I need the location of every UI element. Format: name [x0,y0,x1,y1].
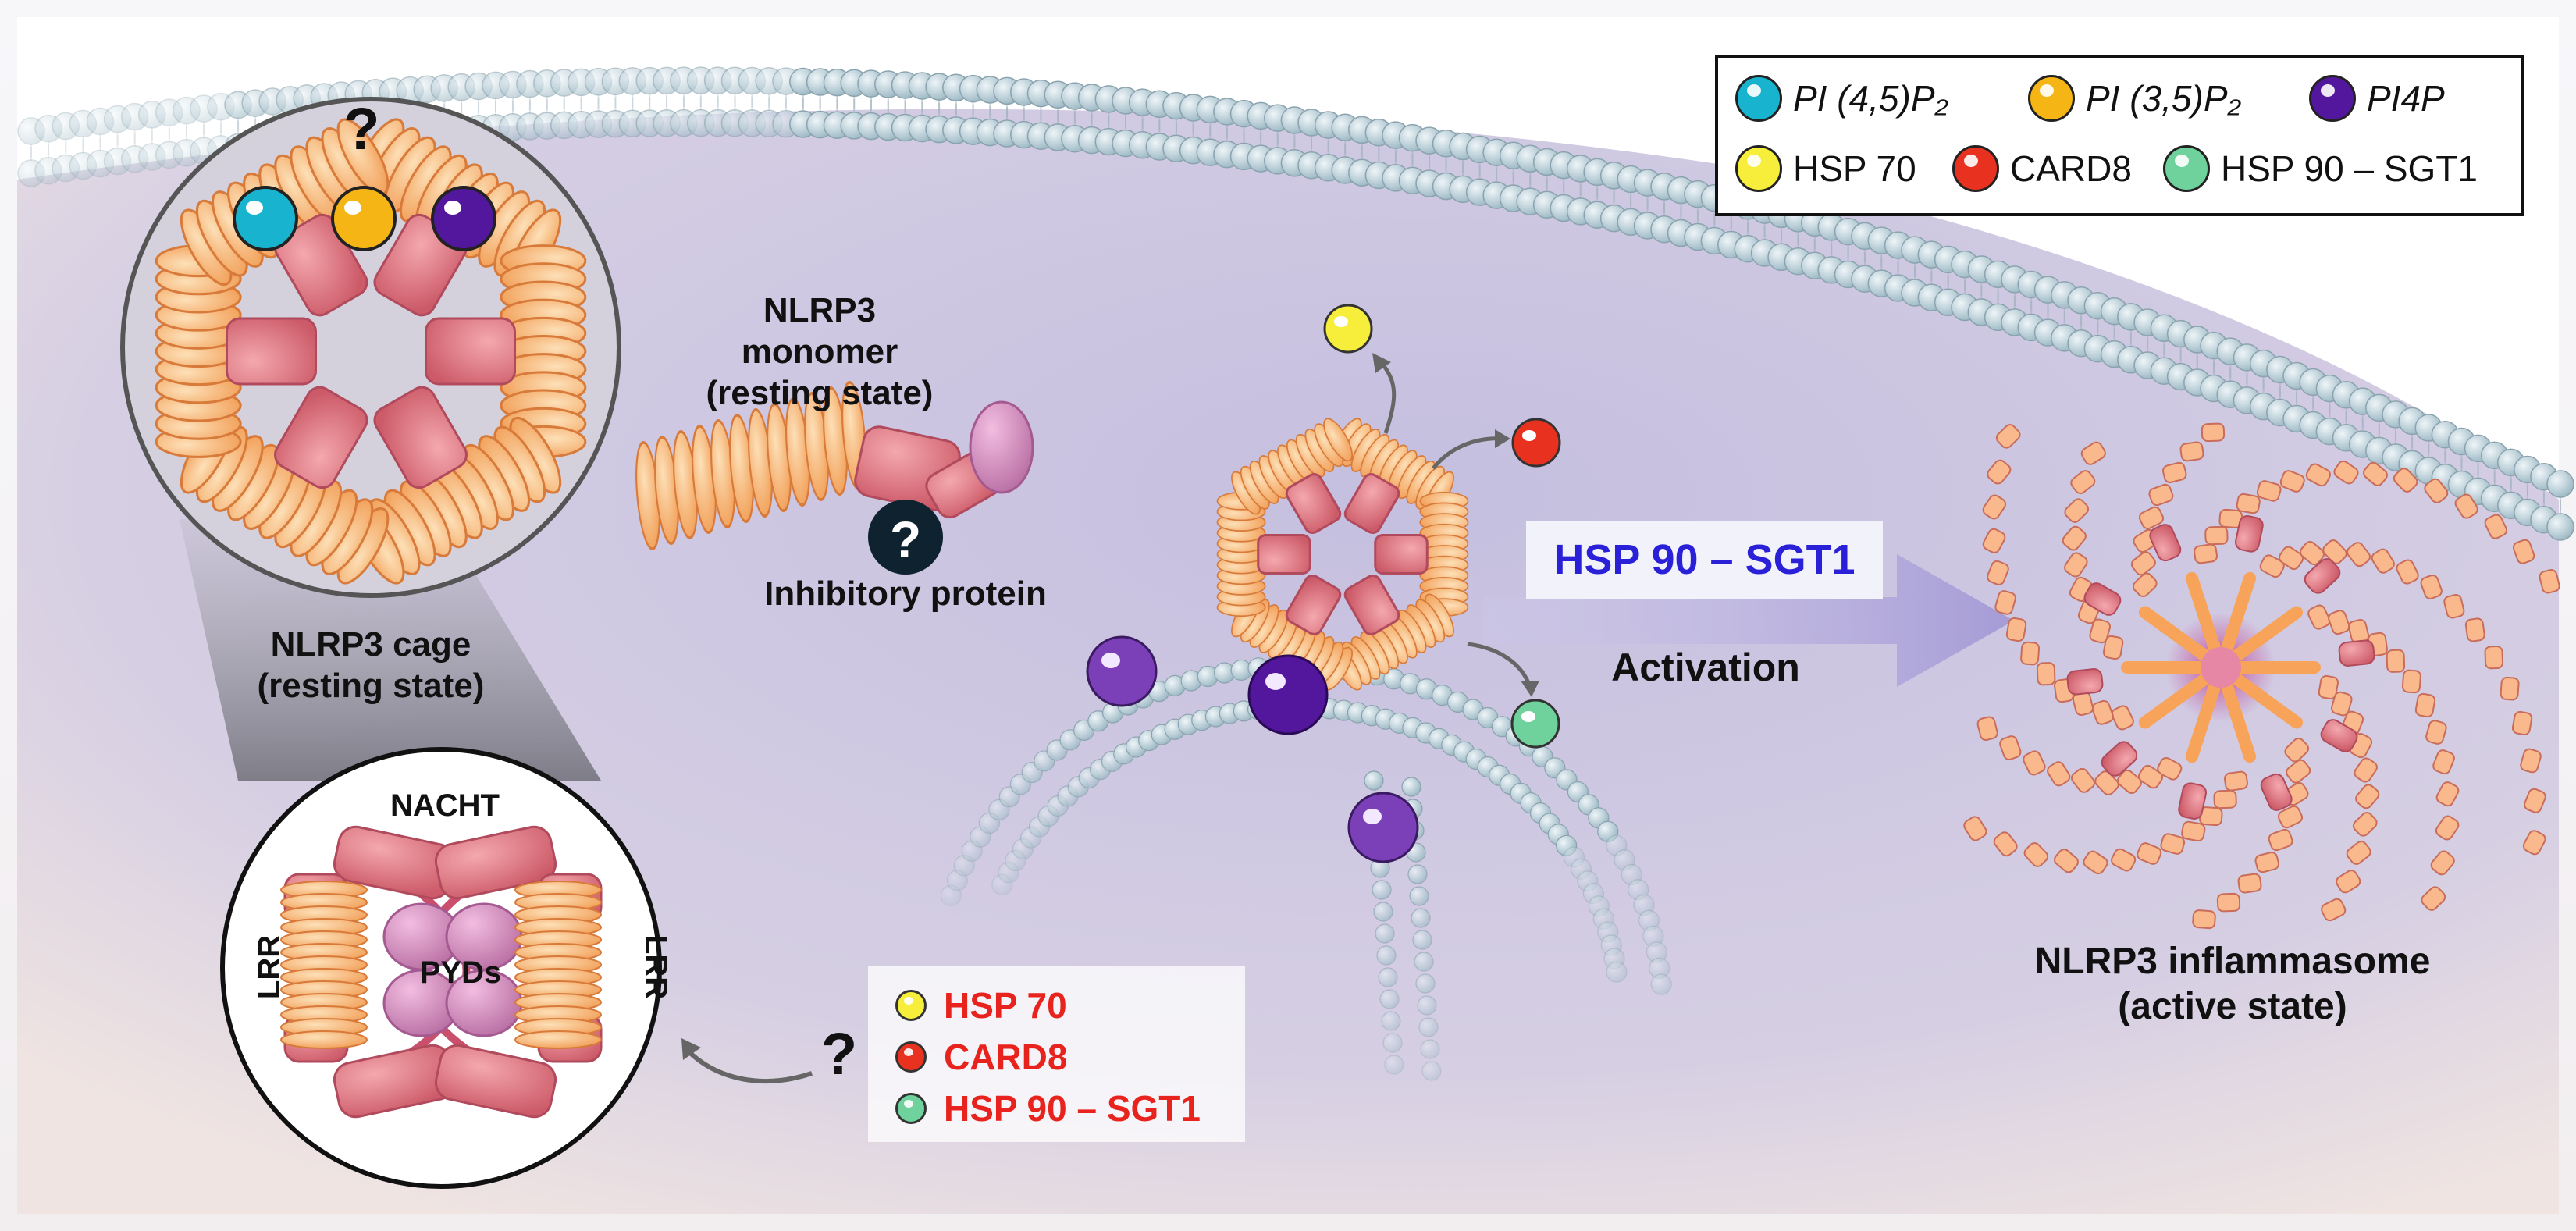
pi35p2-sphere-icon [2028,75,2075,122]
cage-label: NLRP3 cage (resting state) [203,624,539,707]
pi45p2-sphere-icon [1735,75,1782,122]
legend-label: PI (4,5)P₂ [1793,78,1949,119]
inhibitory-protein-circle [868,500,943,575]
lrr-domain-right [514,881,602,1049]
vesicle-pi4p-spheres [1086,635,1419,863]
card8-sphere-icon [1952,145,1999,192]
inflammasome-label-line1: NLRP3 inflammasome [2034,941,2431,982]
nlrp3-inflammasome [1961,422,2562,930]
pi35p2-sphere [331,186,397,251]
activation-label: Activation [1611,646,1800,689]
inflammasome-label-line2: (active state) [2118,985,2347,1027]
nacht-label: NACHT [390,788,500,823]
pi4p-sphere-icon [2309,75,2356,122]
legend-label: PI4P [2367,78,2445,119]
candidate-arrow [685,1048,813,1083]
lrr-domain-left [280,881,368,1049]
nlrp3-cage-membrane [1216,414,1469,695]
legend-item-hsp90-sgt1: HSP 90 – SGT1 [2163,145,2478,192]
monomer-label-line3: (resting state) [706,373,934,412]
legend-item-pi4p: PI4P [2309,75,2445,122]
candidate-factors-box: HSP 70 CARD8 HSP 90 – SGT1 [868,966,1245,1142]
monomer-pyd [969,400,1034,494]
inflammasome-label: NLRP3 inflammasome (active state) [1936,939,2529,1029]
candidate-item-card8: CARD8 [895,1036,1067,1078]
legend-label: CARD8 [2010,148,2132,189]
candidate-question-mark: ? [820,1021,858,1087]
candidate-item-hsp90-sgt1: HSP 90 – SGT1 [895,1087,1201,1130]
legend-label: HSP 70 [1793,148,1916,189]
legend: PI (4,5)P₂ PI (3,5)P₂ PI4P HSP 70 CARD8 … [1715,55,2524,216]
cage-label-line1: NLRP3 cage [270,625,471,664]
legend-item-pi45p2: PI (4,5)P₂ [1735,75,1948,122]
lrr-label-left: LRR [252,934,286,1000]
hsp70-sphere [1323,304,1373,354]
candidate-label: HSP 70 [944,985,1067,1026]
activation-arrow[interactable] [1483,554,2014,687]
legend-item-card8: CARD8 [1952,145,2132,192]
nacht-domain [434,1044,557,1119]
pyd-cluster [382,902,523,1037]
card8-sphere [1511,418,1561,468]
hsp90-sgt1-dot-icon [895,1093,927,1124]
hsp90-sgt1-sphere [1510,699,1560,749]
hsp70-sphere-icon [1735,145,1782,192]
candidate-label: HSP 90 – SGT1 [944,1088,1201,1129]
zoom-funnel [180,519,601,781]
candidate-item-hsp70: HSP 70 [895,984,1067,1026]
cage-label-line2: (resting state) [257,666,485,705]
lrr-label-right: LRR [639,934,673,1000]
nlrp3-dimer-detail [280,825,603,1119]
hsp90-sgt1-arrow-label: HSP 90 – SGT1 [1526,521,1883,599]
legend-item-hsp70: HSP 70 [1735,145,1916,192]
card8-dot-icon [895,1041,927,1073]
hsp90-sgt1-sphere-icon [2163,145,2210,192]
monomer-label: NLRP3 monomer (resting state) [656,290,984,414]
monomer-label-line1: NLRP3 [763,291,877,329]
monomer-label-line2: monomer [741,332,898,371]
inhibitory-question-mark: ? [889,511,922,568]
pyds-label: PYDs [419,955,502,990]
pi4p-sphere [431,186,496,251]
cage-lipid-spheres [233,186,496,251]
inhibitory-protein-label: Inhibitory protein [764,575,1047,613]
candidate-label: CARD8 [944,1037,1068,1077]
pi45p2-sphere [233,186,298,251]
legend-label: HSP 90 – SGT1 [2221,148,2478,189]
legend-label: PI (3,5)P₂ [2086,78,2242,119]
legend-item-pi35p2: PI (3,5)P₂ [2028,75,2241,122]
hsp70-dot-icon [895,990,927,1021]
cage-question-mark: ? [343,96,380,162]
nacht-domain [434,825,557,900]
nlrp3-monomer [631,379,1034,575]
released-factors [1323,304,1561,749]
